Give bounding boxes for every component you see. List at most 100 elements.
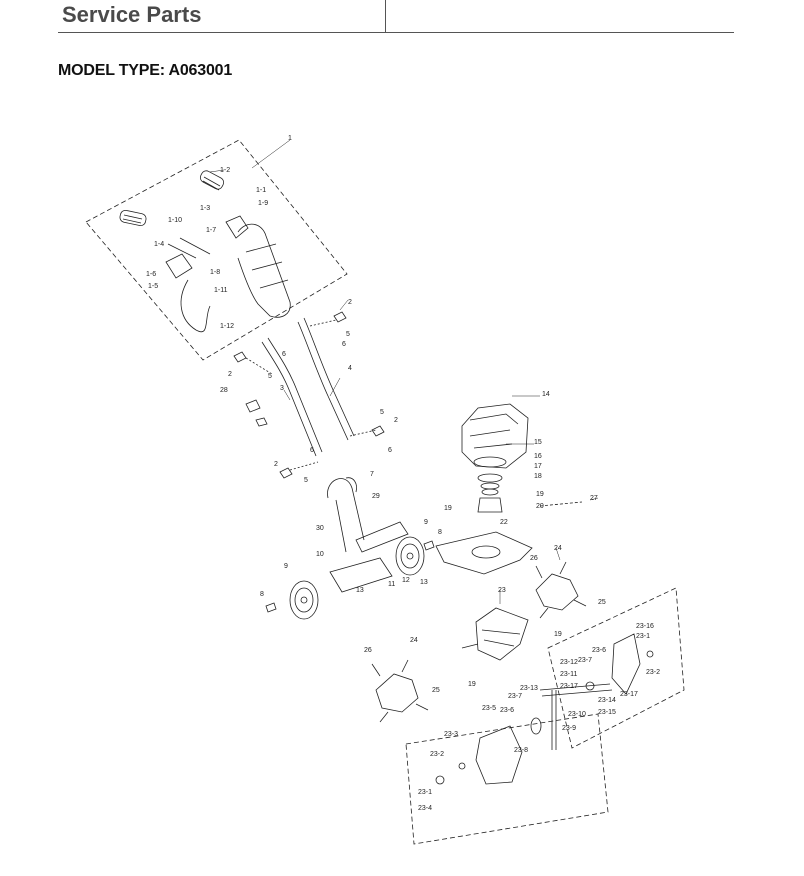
- callout: 23-7: [578, 657, 592, 664]
- callout: 16: [534, 453, 542, 460]
- callout: 6: [282, 351, 286, 358]
- tine-shield: [435, 531, 533, 575]
- engine-14: [461, 403, 529, 469]
- callout: 19: [444, 505, 452, 512]
- callout: 2: [348, 299, 352, 306]
- callout: 8: [260, 591, 264, 598]
- page-title: Service Parts: [62, 2, 202, 27]
- handle-assembly-boundary: [85, 139, 348, 361]
- callout: 6: [388, 447, 392, 454]
- callout: 5: [268, 373, 272, 380]
- washer-16: [480, 482, 500, 490]
- callout: 6: [342, 341, 346, 348]
- callout: 23-17: [620, 691, 638, 698]
- callout: 6: [310, 447, 314, 454]
- gearbox-half: [475, 725, 523, 785]
- callout: 23-1: [418, 789, 432, 796]
- tine-assembly-upper: [535, 561, 587, 619]
- callout: 7: [370, 471, 374, 478]
- callout: 12: [402, 577, 410, 584]
- callout: 18: [534, 473, 542, 480]
- callout: 23-17: [560, 683, 578, 690]
- callout: 23-2: [646, 669, 660, 676]
- gearbox-detail-boundary-lower: [405, 713, 609, 845]
- header-rule: [58, 32, 734, 33]
- callout: 14: [542, 391, 550, 398]
- callout: 1-7: [206, 227, 216, 234]
- washer-17: [481, 488, 499, 496]
- throttle-housing: [225, 215, 249, 239]
- callout: 27: [590, 495, 598, 502]
- callout: 5: [380, 409, 384, 416]
- callout: 23-5: [482, 705, 496, 712]
- callout: 1-4: [154, 241, 164, 248]
- callout: 23: [498, 587, 506, 594]
- callout: 23-3: [444, 731, 458, 738]
- callout: 26: [364, 647, 372, 654]
- wheel-right: [395, 536, 425, 576]
- callout: 1: [288, 135, 292, 142]
- callout: 23-4: [418, 805, 432, 812]
- callout: 1-10: [168, 217, 182, 224]
- callout: 23-8: [514, 747, 528, 754]
- callout: 15: [534, 439, 542, 446]
- callout: 30: [316, 525, 324, 532]
- callout-labels: 1 1-1 1-2 1-3 1-9 1-10 1-7 1-4 1-6 1-8 1…: [146, 135, 660, 812]
- callout: 1-2: [220, 167, 230, 174]
- callout: 1-11: [214, 287, 228, 294]
- transmission-23: [461, 607, 529, 661]
- callout: 1-8: [210, 269, 220, 276]
- callout: 8: [438, 529, 442, 536]
- model-type-label: MODEL TYPE: A063001: [58, 62, 233, 79]
- wheel-left: [289, 580, 319, 620]
- callout: 13: [356, 587, 364, 594]
- callout: 23-16: [636, 623, 654, 630]
- callout: 26: [530, 555, 538, 562]
- callout: 19: [468, 681, 476, 688]
- knob-2d: [233, 351, 247, 363]
- callout: 29: [372, 493, 380, 500]
- callout: 13: [420, 579, 428, 586]
- callout: 1-12: [220, 323, 234, 330]
- upper-handle-frame: [237, 223, 291, 318]
- knob-2b: [371, 425, 385, 437]
- callout: 24: [410, 637, 418, 644]
- callout: 23-1: [636, 633, 650, 640]
- wheel-bracket: [329, 557, 393, 593]
- callout: 28: [220, 387, 228, 394]
- callout: 23-2: [430, 751, 444, 758]
- callout: 24: [554, 545, 562, 552]
- callout: 23-10: [568, 711, 586, 718]
- gear-cover: [611, 633, 641, 695]
- knob-2a: [333, 311, 347, 323]
- callout: 25: [598, 599, 606, 606]
- support-frame-7: [327, 478, 365, 553]
- callout: 23-15: [598, 709, 616, 716]
- callout: 23-6: [500, 707, 514, 714]
- callout: 1-6: [146, 271, 156, 278]
- callout: 2: [228, 371, 232, 378]
- callout: 20: [536, 503, 544, 510]
- grip-right: [199, 170, 225, 191]
- callout: 23-14: [598, 697, 616, 704]
- callout: 1-9: [258, 200, 268, 207]
- callout: 23-6: [592, 647, 606, 654]
- tine-assembly-lower: [371, 659, 429, 723]
- gasket-15: [477, 473, 503, 483]
- lower-handle-tube-3: [261, 341, 317, 457]
- callout: 3: [280, 385, 284, 392]
- callout: 17: [534, 463, 542, 470]
- callout: 25: [432, 687, 440, 694]
- callout: 11: [388, 581, 395, 588]
- knob-2c: [279, 467, 293, 479]
- switch-housing: [165, 253, 193, 279]
- bracket-28: [245, 399, 268, 427]
- callout: 23-12: [560, 659, 578, 666]
- clutch-18: [477, 497, 503, 513]
- callout: 1-5: [148, 283, 158, 290]
- callout: 10: [316, 551, 324, 558]
- callout: 19: [554, 631, 562, 638]
- wheel-cap-8a: [265, 602, 277, 613]
- callout: 19: [536, 491, 544, 498]
